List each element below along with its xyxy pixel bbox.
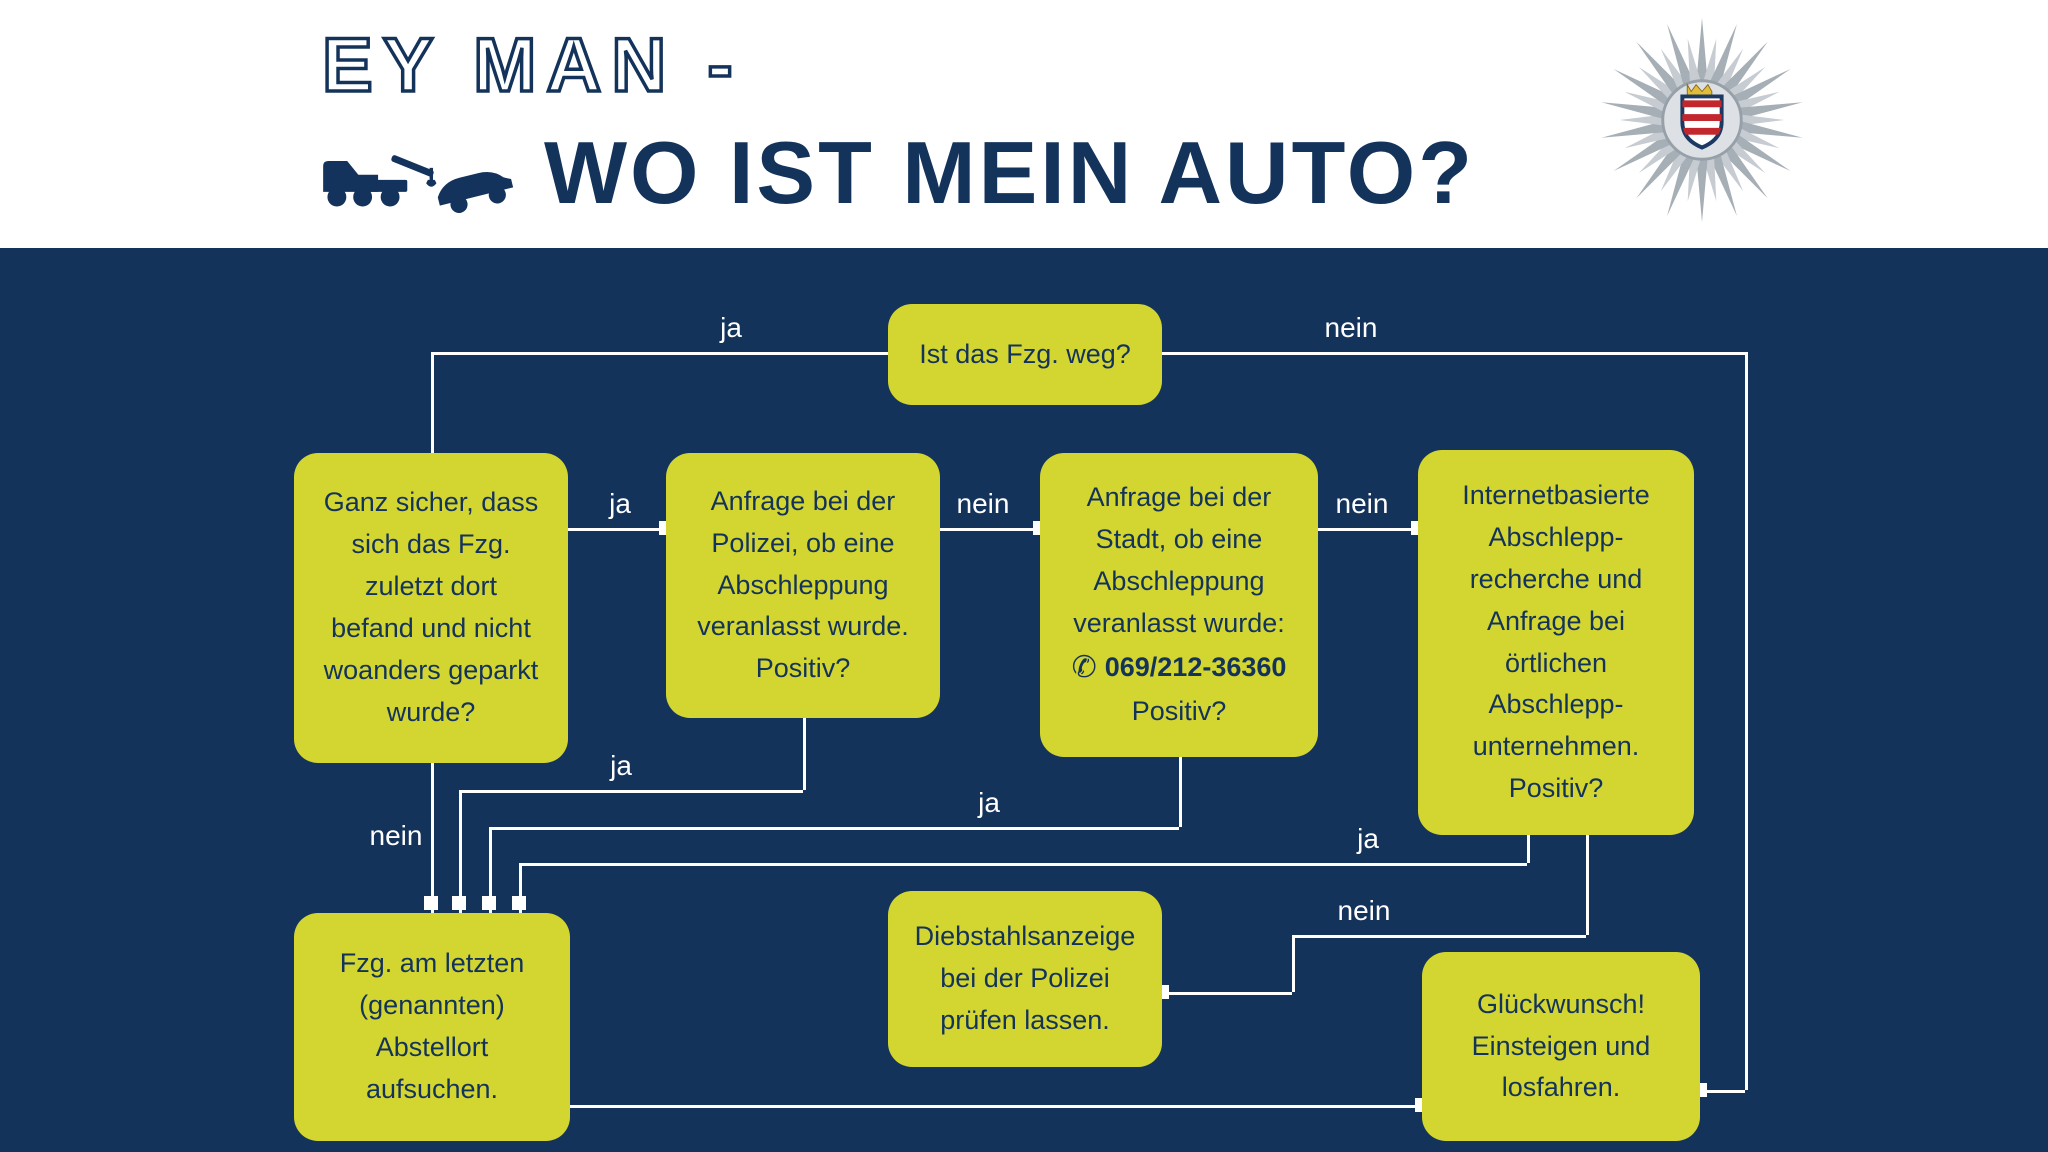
- hessen-police-badge-icon: [1594, 12, 1810, 228]
- flow-node-sure-text: Ganz sicher, dass sich das Fzg. zuletzt …: [323, 487, 539, 727]
- connector-line: [940, 528, 1040, 531]
- phone-icon: ✆: [1071, 650, 1097, 684]
- connector-line: [1292, 935, 1295, 992]
- connector-line: [1292, 935, 1586, 938]
- flow-node-police-inquiry-text: Anfrage bei der Polizei, ob eine Abschle…: [697, 485, 909, 684]
- edge-label-city-ja: ja: [978, 787, 1000, 818]
- flow-node-start-text: Ist das Fzg. weg?: [919, 338, 1131, 369]
- connector-line: [1745, 352, 1748, 1090]
- connector-line: [459, 790, 803, 793]
- flow-node-last-place: Fzg. am letzten (genannten) Abstellort a…: [294, 913, 570, 1141]
- connector-line: [1586, 835, 1589, 935]
- connector-line: [459, 790, 462, 913]
- connector-node: [452, 896, 466, 910]
- flow-node-start: Ist das Fzg. weg?: [888, 304, 1162, 405]
- flow-node-congrats-text: Glückwunsch! Einsteigen und losfahren.: [1471, 988, 1651, 1103]
- connector-line: [1318, 528, 1418, 531]
- connector-line: [431, 352, 434, 453]
- flow-node-internet-research: Internetbasierte Abschlepp- recherche un…: [1418, 450, 1694, 835]
- connector-line: [519, 863, 522, 913]
- connector-line: [1162, 992, 1292, 995]
- connector-line: [1527, 835, 1530, 863]
- connector-line: [1700, 1090, 1745, 1093]
- connector-line: [431, 763, 434, 913]
- connector-line: [568, 528, 666, 531]
- connector-line: [1162, 352, 1745, 355]
- flow-node-city-inquiry: Anfrage bei der Stadt, ob eine Abschlepp…: [1040, 453, 1318, 757]
- edge-label-internet-ja: ja: [1357, 823, 1379, 854]
- flow-node-last-place-text: Fzg. am letzten (genannten) Abstellort a…: [339, 948, 525, 1104]
- tow-truck-icon: [318, 129, 524, 217]
- flow-node-theft-report-text: Diebstahlsanzeige bei der Polizei prüfen…: [914, 921, 1136, 1035]
- flow-node-police-inquiry: Anfrage bei der Polizei, ob eine Abschle…: [666, 453, 940, 718]
- flow-node-internet-research-text: Internetbasierte Abschlepp- recherche un…: [1462, 480, 1650, 804]
- edge-label-start-nein: nein: [1324, 312, 1378, 343]
- connector-line: [489, 827, 1179, 830]
- connector-node: [482, 896, 496, 910]
- connector-line: [489, 827, 492, 913]
- flow-node-sure: Ganz sicher, dass sich das Fzg. zuletzt …: [294, 453, 568, 763]
- flow-node-theft-report: Diebstahlsanzeige bei der Polizei prüfen…: [888, 891, 1162, 1067]
- page-title-row: WO IST MEIN AUTO?: [318, 122, 1475, 224]
- flow-node-city-question: Positiv?: [1131, 696, 1227, 727]
- edge-label-internet-nein: nein: [1337, 895, 1391, 926]
- flow-node-congrats: Glückwunsch! Einsteigen und losfahren.: [1422, 952, 1700, 1141]
- edge-label-start-ja: ja: [720, 312, 742, 343]
- edge-label-city-nein: nein: [1335, 488, 1389, 519]
- connector-line: [519, 863, 1527, 866]
- page-title-line1: EY MAN -: [320, 21, 743, 110]
- page-title-line2: WO IST MEIN AUTO?: [544, 123, 1475, 222]
- connector-line: [431, 352, 888, 355]
- edge-label-police-nein: nein: [956, 488, 1010, 519]
- edge-label-police-ja: ja: [610, 750, 632, 781]
- connector-line: [803, 718, 806, 790]
- connector-node: [424, 896, 438, 910]
- connector-line: [570, 1105, 1422, 1108]
- phone-line: ✆ 069/212-36360: [1072, 645, 1287, 692]
- connector-node: [512, 896, 526, 910]
- edge-label-sure-nein: nein: [369, 820, 423, 851]
- connector-line: [1179, 757, 1182, 827]
- flow-node-city-inquiry-text: Anfrage bei der Stadt, ob eine Abschlepp…: [1073, 482, 1285, 638]
- phone-number: 069/212-36360: [1104, 651, 1287, 682]
- header: EY MAN -: [0, 0, 2048, 248]
- edge-label-sure-ja: ja: [609, 488, 631, 519]
